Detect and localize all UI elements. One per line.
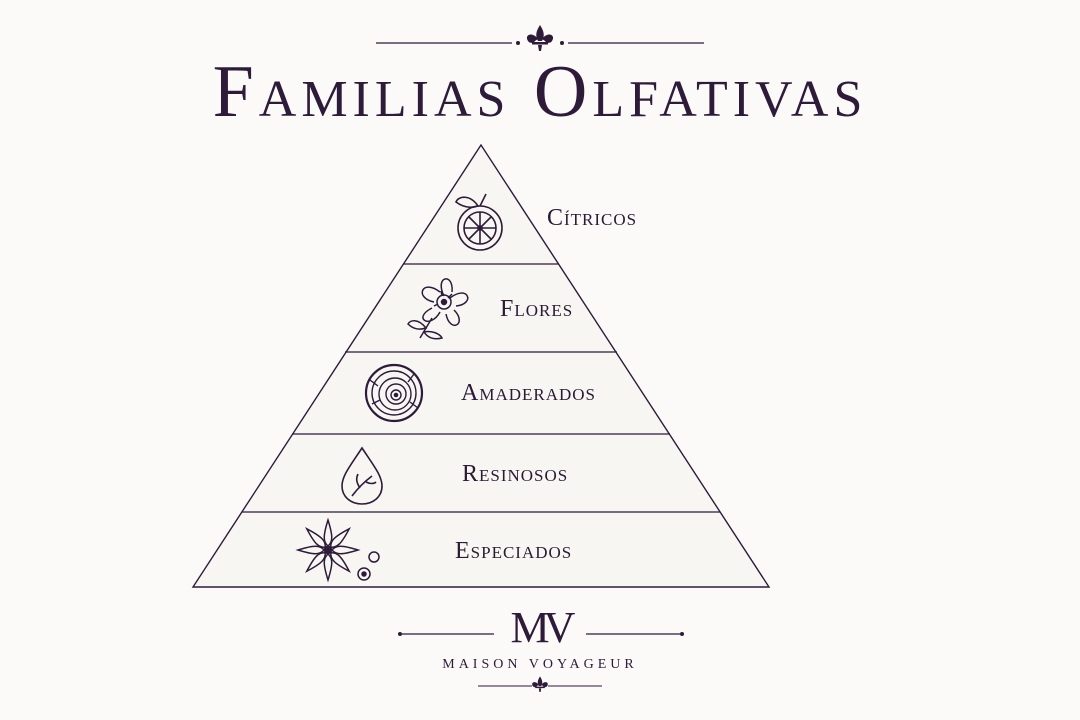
citrus-icon [455,193,503,251]
tier-label-especiados: Especiados [455,538,573,564]
tier-label-resinosos: Resinosos [462,461,569,487]
tier-label-flores: Flores [500,296,574,322]
star-anise-icon [295,517,380,583]
brand-monogram: MV [510,603,576,652]
brand-name: MAISON VOYAGEUR [442,657,638,672]
fleur-de-lis-icon [526,25,554,51]
tier-label-amaderados: Amaderados [461,380,597,406]
wood-rings-icon [364,363,424,423]
top-ornament [376,25,704,51]
bottom-ornament [398,632,684,692]
tier-label-citricos: Cítricos [547,205,638,231]
page-title: Familias Olfativas [212,51,868,133]
fleur-de-lis-icon [532,676,548,692]
flower-icon [407,278,469,340]
resin-drop-icon [341,446,383,505]
